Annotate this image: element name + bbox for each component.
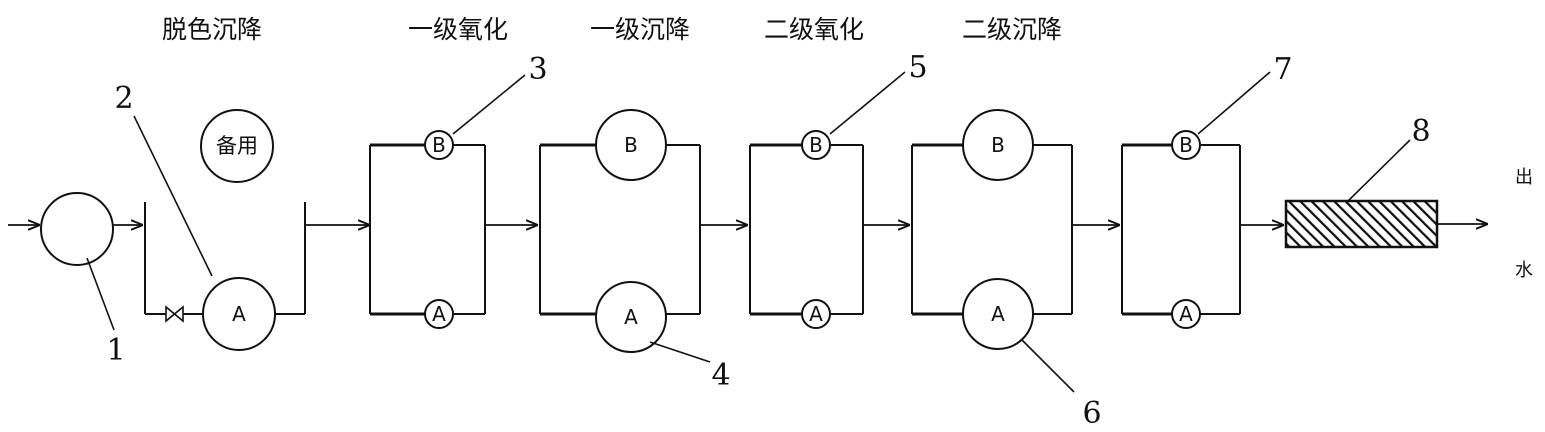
- secondary-oxidation-unit-a-label: A: [809, 302, 823, 326]
- callout-5: 5: [908, 50, 927, 85]
- decolor-tank-a: [202, 277, 276, 351]
- primary-settling-tank-b: [595, 109, 667, 181]
- secondary-oxidation-unit-a: [801, 299, 831, 329]
- final-stage-unit-a: [1171, 299, 1201, 329]
- callout-6: 6: [1082, 396, 1101, 431]
- secondary-settling-tank-b-label: B: [991, 133, 1005, 157]
- secondary-settling-tank-b: [962, 109, 1034, 181]
- valve-icon: [165, 305, 184, 323]
- standby-tank: [200, 109, 274, 183]
- callout-4: 4: [711, 358, 730, 393]
- callout-8: 8: [1411, 114, 1430, 149]
- stage-title-decolor-settling: 脱色沉降: [162, 15, 262, 44]
- callout-1: 1: [106, 333, 125, 368]
- secondary-settling-tank-a-label: A: [991, 302, 1005, 326]
- secondary-settling-piping: [911, 143, 1073, 316]
- stage-title-primary-settling: 一级沉降: [590, 15, 690, 44]
- primary-oxidation-unit-a-label: A: [432, 302, 446, 326]
- final-stage-unit-b-label: B: [1179, 133, 1193, 157]
- primary-settling-piping: [539, 143, 701, 316]
- secondary-oxidation-piping: [749, 143, 864, 316]
- decolor-stage-piping: [144, 202, 306, 315]
- callout-7: 7: [1273, 52, 1292, 87]
- primary-oxidation-unit-a: [424, 299, 454, 329]
- primary-settling-tank-b-label: B: [624, 133, 638, 157]
- callout-leaders: [86, 71, 1411, 393]
- callout-2: 2: [114, 81, 133, 116]
- primary-settling-tank-a-label: A: [624, 305, 638, 329]
- primary-settling-tank-a: [595, 281, 667, 353]
- decolor-tank-a-label: A: [232, 302, 246, 326]
- primary-oxidation-unit-b: [424, 130, 454, 160]
- final-stage-piping: [1121, 143, 1241, 316]
- outlet-label-top: 出: [1515, 167, 1533, 188]
- stage-title-secondary-oxidation: 二级氧化: [764, 15, 864, 44]
- stage-title-secondary-settling: 二级沉降: [962, 15, 1062, 44]
- callout-3: 3: [528, 52, 547, 87]
- standby-tank-label: 备用: [216, 134, 258, 158]
- secondary-settling-tank-a: [962, 278, 1034, 350]
- primary-oxidation-unit-b-label: B: [432, 133, 446, 157]
- final-stage-unit-b: [1171, 130, 1201, 160]
- stage-title-primary-oxidation: 一级氧化: [408, 15, 508, 44]
- filter-block: [1284, 199, 1439, 249]
- outlet-label-bottom: 水: [1515, 260, 1533, 281]
- primary-oxidation-piping: [369, 143, 486, 316]
- pump-circle: [40, 192, 114, 266]
- secondary-oxidation-unit-b-label: B: [809, 133, 823, 157]
- secondary-oxidation-unit-b: [801, 130, 831, 160]
- final-stage-unit-a-label: A: [1179, 302, 1193, 326]
